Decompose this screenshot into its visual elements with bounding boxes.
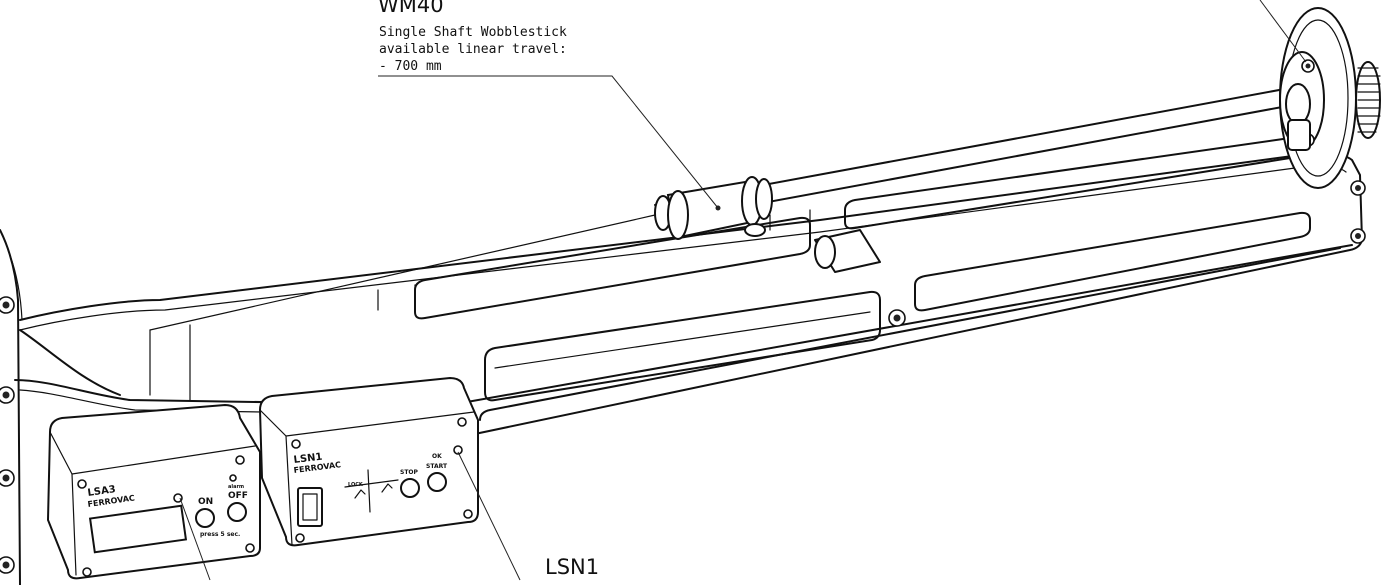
lsa3-note-label: press 5 sec. <box>200 531 240 538</box>
frame-screws <box>0 180 1366 574</box>
lsn1-stop-label: STOP <box>400 469 419 476</box>
lsn1-start-label: START <box>426 463 448 470</box>
wm40-desc-line-3: - 700 mm <box>379 59 442 74</box>
wm40-callout-title: WM40 <box>378 0 444 17</box>
wm40-desc-line-1: Single Shaft Wobblestick <box>379 25 567 40</box>
wobblestick-flange <box>1279 7 1381 189</box>
lsn1-callout-title: LSN1 <box>545 555 600 579</box>
lsa3-off-label: OFF <box>228 491 248 501</box>
lsn1-ok-label: OK <box>432 453 442 460</box>
wm40-callout-description: Single Shaft Wobblestick available linea… <box>379 24 567 75</box>
lsn1-leader <box>457 451 521 581</box>
lsn1-model-label: LSN1 <box>293 452 323 466</box>
lsn1-lock-label: LOCK <box>348 482 364 488</box>
lsa3-on-label: ON <box>198 497 213 507</box>
lsn1-controller-box <box>258 376 479 547</box>
lsa3-alarm-label: alarm <box>228 484 244 490</box>
wobblestick-shaft <box>149 87 1294 331</box>
leader-lines <box>179 0 1307 581</box>
flange-leader <box>1259 0 1307 63</box>
lsa3-model-label: LSA3 <box>87 484 117 499</box>
lsa3-controller-box <box>46 403 261 580</box>
wm40-leader <box>378 75 719 209</box>
wm40-desc-line-2: available linear travel: <box>379 42 567 57</box>
lsa3-leader <box>179 497 211 581</box>
